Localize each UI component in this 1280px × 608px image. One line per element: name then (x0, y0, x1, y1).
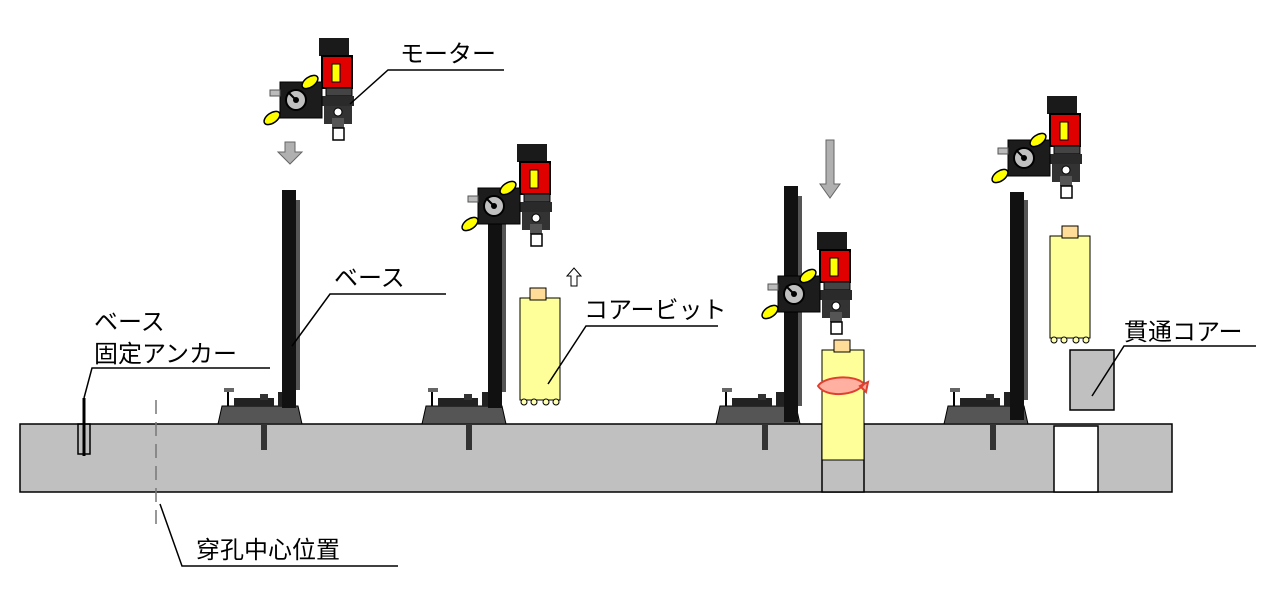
stand-column-2 (488, 212, 502, 408)
through-core (1069, 349, 1115, 411)
label-hole-center: 穿孔中心位置 (196, 536, 340, 564)
label-through-core: 貫通コアー (1124, 318, 1243, 346)
concrete-slab (19, 423, 1173, 493)
anchor-bolt-1 (261, 424, 267, 450)
label-anchor-line2: 固定アンカー (94, 340, 237, 368)
motor-4 (988, 95, 1083, 199)
motor-3 (758, 231, 853, 335)
core-bit-3 (821, 349, 865, 461)
label-core-bit: コアービット (584, 296, 727, 324)
motor-1 (260, 37, 355, 141)
rotation-arrow (816, 376, 870, 395)
stage-1 (217, 37, 355, 450)
stage-2 (421, 143, 583, 450)
anchor-bolt-4 (990, 424, 996, 450)
core-bit-2 (519, 297, 561, 406)
up-arrow-2 (565, 267, 583, 287)
anchor-bolt-3 (762, 424, 768, 450)
down-arrow-1 (276, 141, 304, 165)
leader-lines (83, 69, 1256, 567)
through-hole (1053, 425, 1099, 493)
stage-3 (715, 139, 870, 461)
stage-4 (943, 95, 1115, 450)
label-anchor-line1: ベース (94, 308, 165, 336)
stand-column-4 (1010, 192, 1024, 420)
anchor-sleeve (77, 423, 91, 455)
stand-column-1 (282, 190, 296, 408)
down-arrow-3 (819, 139, 841, 199)
label-base: ベース (334, 264, 405, 292)
core-bit-4 (1049, 235, 1091, 344)
label-motor: モーター (400, 40, 496, 68)
anchor-bolt-2 (466, 424, 472, 450)
